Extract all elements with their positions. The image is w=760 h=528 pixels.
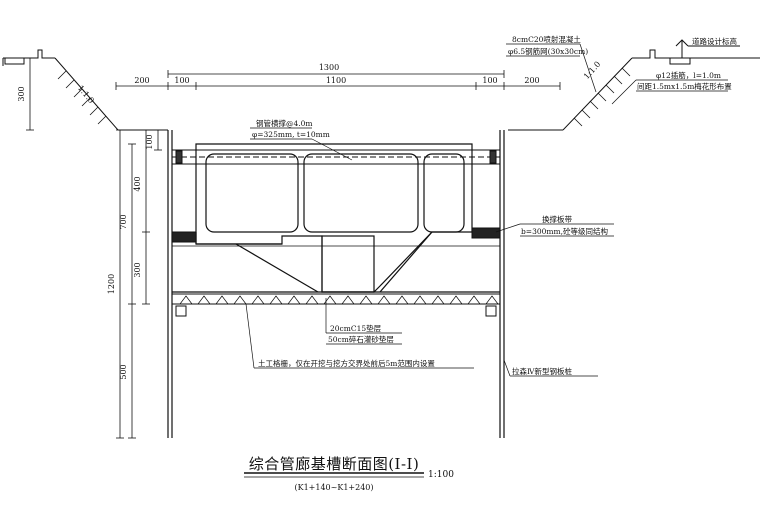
- cushion-layers: [171, 245, 501, 317]
- dim-right-gap: 100: [482, 76, 497, 85]
- sheet-piles: [167, 130, 505, 438]
- note-wale-spec: b=300mm,砼等级同结构: [521, 226, 609, 236]
- note-strut-spec: φ=325mm, t=10mm: [252, 130, 330, 139]
- dim-left-margin: 200: [134, 76, 149, 85]
- left-dimensions: [26, 57, 162, 439]
- dim-left-gap: 100: [174, 76, 189, 85]
- dim-depth-700: 700: [119, 214, 128, 229]
- slope-ratio-right: 1:1.0: [582, 60, 602, 81]
- dim-depth-400: 400: [133, 176, 142, 191]
- dim-depth-500: 500: [119, 364, 128, 379]
- dim-total-depth: 1200: [107, 274, 116, 294]
- note-anchor: φ12插筋，l=1.0m: [656, 70, 721, 80]
- utility-tunnel: [195, 143, 473, 293]
- title-station: (K1+140~K1+240): [294, 483, 373, 492]
- title-scale: 1:100: [428, 470, 454, 480]
- title-underline: [244, 472, 424, 478]
- note-sheet-pile: 拉森Ⅳ新型钢板桩: [512, 366, 572, 376]
- steel-strut: [171, 149, 501, 165]
- note-geogrid: 土工格栅，仅在开挖与挖方交界处前后5m范围内设置: [258, 358, 435, 368]
- title-main: 综合管廊基槽断面图(I-I): [249, 455, 420, 473]
- dim-depth-100: 100: [145, 134, 154, 149]
- ground-and-slopes: [2, 39, 760, 131]
- note-anchor-spacing: 间距1.5mx1.5m梅花形布置: [637, 81, 732, 91]
- leader-lines: [245, 43, 728, 377]
- dim-depth-300: 300: [133, 262, 142, 277]
- note-mesh: φ6.5钢筋网(30x30cm): [508, 46, 588, 56]
- dim-inner-width: 1100: [326, 76, 346, 85]
- dimension-labels: 1300 200 100 1100 100 200 300 1200 700 4…: [17, 60, 602, 380]
- note-cushion-gravel: 50cm碎石灌砂垫层: [328, 334, 394, 344]
- note-road-elevation: 道路设计标高: [692, 36, 737, 46]
- top-dimensions: [115, 70, 561, 90]
- dim-total-width: 1300: [319, 63, 339, 72]
- wale-bands: [171, 227, 501, 243]
- note-shotcrete: 8cmC20喷射混凝土: [512, 34, 581, 44]
- dim-slope-height: 300: [17, 86, 26, 101]
- drawing-title: 综合管廊基槽断面图(I-I) 1:100 (K1+140~K1+240): [249, 455, 455, 492]
- note-strut-title: 钢管横撑@4.0m: [256, 118, 313, 128]
- note-wale-title: 换撑板带: [542, 214, 572, 224]
- note-cushion-c15: 20cmC15垫层: [330, 323, 382, 333]
- dim-right-margin: 200: [524, 76, 539, 85]
- annotation-labels: 8cmC20喷射混凝土 φ6.5钢筋网(30x30cm) 道路设计标高 φ12插…: [252, 34, 737, 376]
